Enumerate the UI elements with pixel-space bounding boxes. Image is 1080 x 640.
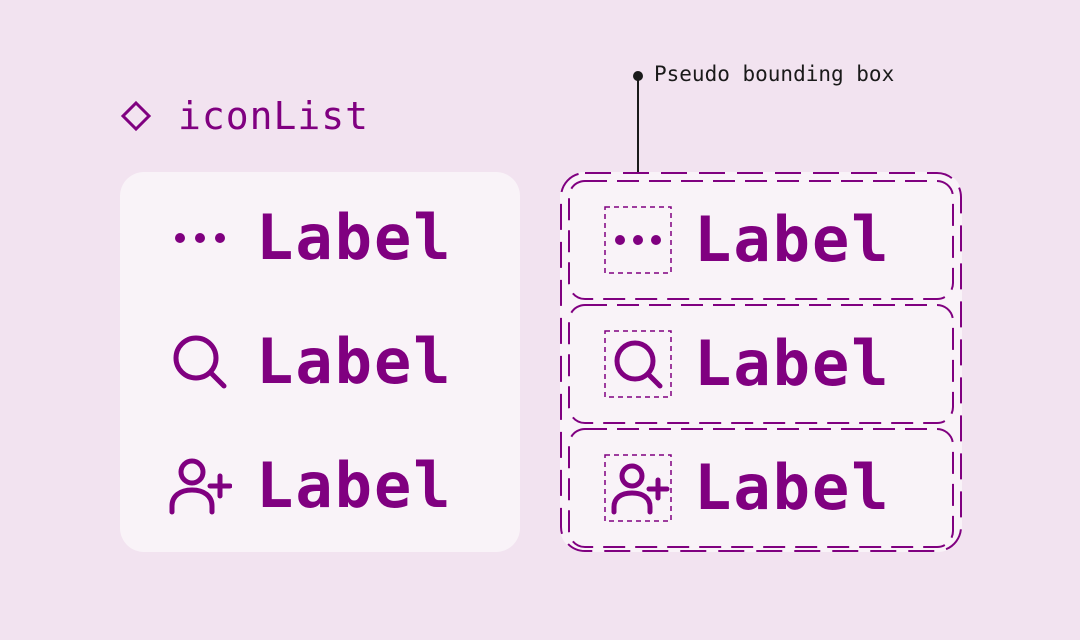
list-item[interactable]: Label bbox=[568, 180, 954, 300]
user-add-icon bbox=[604, 454, 672, 522]
list-item[interactable]: Label bbox=[568, 304, 954, 424]
icon-bounding-box bbox=[604, 206, 672, 274]
list-item[interactable]: Label bbox=[120, 302, 520, 422]
list-item[interactable]: Label bbox=[120, 426, 520, 546]
search-icon bbox=[604, 330, 672, 398]
search-icon bbox=[166, 328, 234, 396]
list-item-label: Label bbox=[256, 201, 453, 274]
list-item-label: Label bbox=[256, 449, 453, 522]
user-add-icon bbox=[166, 452, 234, 520]
more-horizontal-icon bbox=[604, 206, 672, 274]
diamond-outline-icon bbox=[120, 100, 152, 132]
icon-list-preview: Label Label Label bbox=[120, 172, 520, 552]
icon-list-bounding-preview: Label Label bbox=[560, 172, 962, 552]
annotation-label: Pseudo bounding box bbox=[654, 62, 895, 86]
icon-bounding-box bbox=[604, 454, 672, 522]
list-item[interactable]: Label bbox=[568, 428, 954, 548]
icon-bounding-box bbox=[604, 330, 672, 398]
list-item[interactable]: Label bbox=[120, 178, 520, 298]
list-item-label: Label bbox=[694, 203, 891, 276]
more-horizontal-icon bbox=[166, 204, 234, 272]
list-item-label: Label bbox=[694, 327, 891, 400]
list-item-label: Label bbox=[694, 451, 891, 524]
list-item-label: Label bbox=[256, 325, 453, 398]
component-title: iconList bbox=[120, 92, 369, 140]
component-title-text: iconList bbox=[178, 94, 370, 138]
